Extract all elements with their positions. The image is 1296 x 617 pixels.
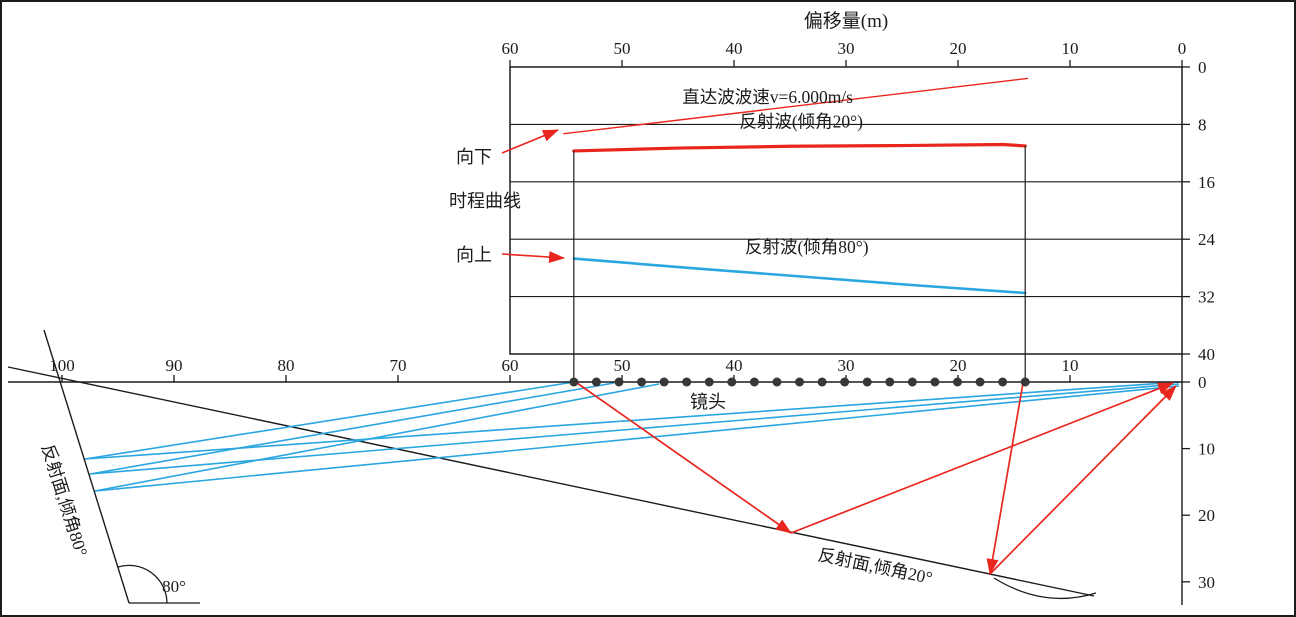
depth-axis-tick-label: 20 (1198, 506, 1215, 525)
depth-axis-tick-label: 30 (1198, 573, 1215, 592)
direct-wave-label: 直达波波速v=6.000m/s (682, 87, 853, 107)
red-ray (986, 382, 1024, 575)
surface-tick-label: 40 (726, 356, 743, 375)
blue-ray (84, 381, 1180, 460)
red-ray (790, 382, 1174, 534)
surface-tick-label: 70 (390, 356, 407, 375)
geophone-dot (930, 377, 940, 387)
geophone-dot (682, 377, 692, 387)
reflected-wave-80-label: 反射波(倾角80°) (745, 237, 869, 257)
geophone-dot (727, 377, 737, 387)
geophone-dot (1020, 377, 1030, 387)
annotation-arrow (501, 129, 559, 154)
x-axis-tick-label: 40 (726, 39, 743, 58)
geophone-dot (704, 377, 714, 387)
chart-title: 偏移量(m) (804, 10, 888, 32)
surface-tick-label: 60 (502, 356, 519, 375)
geophone-dot (749, 377, 759, 387)
x-axis-tick-label: 60 (502, 39, 519, 58)
y-axis-tick-label: 40 (1198, 345, 1215, 364)
chart-frame (509, 66, 1183, 355)
geophone-dot (840, 377, 850, 387)
x-axis-tick-label: 0 (1178, 39, 1187, 58)
reflector-dip-20 (7, 366, 1095, 597)
geophone-dot (795, 377, 805, 387)
x-axis-tick-label: 50 (614, 39, 631, 58)
geophone-dot (637, 377, 647, 387)
x-axis-tick-label: 30 (838, 39, 855, 58)
blue-ray (84, 381, 575, 460)
geophone-dot (907, 377, 917, 387)
surface-tick-label: 50 (614, 356, 631, 375)
y-axis-tick-label: 0 (1198, 58, 1207, 77)
geophone-dot (952, 377, 962, 387)
reflector-dip-20-label: 反射面,倾角20° (816, 544, 934, 588)
label-downward: 向下 (456, 147, 492, 167)
angle-arc (117, 564, 168, 604)
geophone-dot (591, 377, 601, 387)
blue-ray (94, 383, 660, 492)
surface-tick-label: 100 (49, 356, 75, 375)
surface-tick-label: 80 (278, 356, 295, 375)
geophone-dot (659, 377, 669, 387)
blue-ray (89, 382, 615, 475)
blue-ray (94, 385, 1180, 492)
travel-time-chart: 60 50 40 30 20 10 0 偏移量(m) 0 8 16 24 32 40 直达波波速v=6.00… (449, 10, 1216, 364)
geophone-dot (885, 377, 895, 387)
depth-axis-tick-label: 10 (1198, 440, 1215, 459)
direct-wave-curve (563, 77, 1029, 135)
x-axis-tick-label: 20 (950, 39, 967, 58)
reflector-dip-80 (43, 329, 130, 604)
surface-tick-label: 20 (950, 356, 967, 375)
geophone-dot (862, 377, 872, 387)
label-travel-time-curve: 时程曲线 (449, 191, 521, 211)
red-ray (989, 385, 1177, 575)
surface-tick-label: 30 (838, 356, 855, 375)
y-axis-tick-label: 16 (1198, 173, 1215, 192)
geophone-label: 镜头 (690, 392, 726, 412)
red-ray (576, 382, 792, 534)
y-axis-tick-label: 32 (1198, 288, 1215, 307)
reflected-wave-20-curve (572, 142, 1027, 153)
y-axis-tick-label: 24 (1198, 230, 1216, 249)
reflected-wave-80-curve (572, 257, 1027, 295)
geophone-dot (998, 377, 1008, 387)
reflected-wave-20-label: 反射波(倾角20°) (739, 112, 863, 132)
y-axis-tick-label: 8 (1198, 115, 1207, 134)
geophone-dot (975, 377, 985, 387)
reflection-angle-arc (993, 577, 1097, 600)
depth-axis-tick-label: 0 (1198, 373, 1207, 392)
geophone-dot (772, 377, 782, 387)
surface-tick-label: 10 (1062, 356, 1079, 375)
x-axis-tick-label: 10 (1062, 39, 1079, 58)
geophone-dot (569, 377, 579, 387)
geophone-dot (614, 377, 624, 387)
label-upward: 向上 (456, 245, 492, 265)
surface-tick-label: 90 (166, 356, 183, 375)
annotation-arrow (501, 251, 565, 264)
angle-label: 80° (162, 577, 186, 596)
geophone-dot (817, 377, 827, 387)
blue-ray (89, 383, 1180, 475)
